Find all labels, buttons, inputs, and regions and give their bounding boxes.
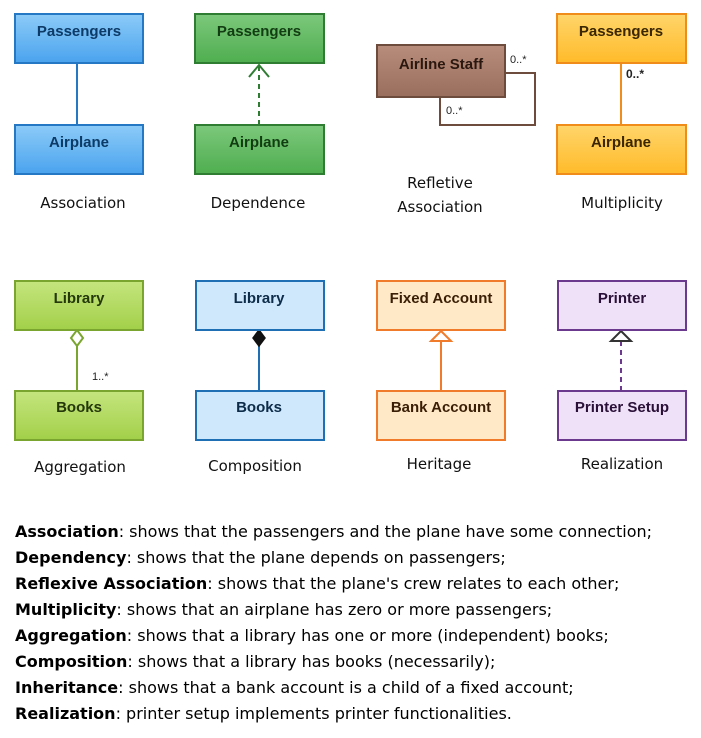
aggregation-diagram: Library 1..* Books Aggregation (14, 280, 144, 476)
multiplicity-airplane-label: Airplane (591, 134, 651, 151)
reflexive-caption-line2: Association (397, 198, 482, 216)
note-association: Association: shows that the passengers a… (15, 522, 653, 541)
composition-caption: Composition (208, 457, 302, 475)
multiplicity-airplane-box (556, 124, 687, 175)
multiplicity-passengers-label: Passengers (579, 23, 663, 40)
aggregation-hollow-diamond (69, 328, 85, 348)
aggregation-library-label: Library (54, 290, 106, 307)
heritage-fixed-account-label: Fixed Account (390, 290, 493, 307)
reflexive-association-diagram: Airline Staff 0..* 0..* Refletive Associ… (376, 44, 536, 216)
realization-diagram: Printer Printer Setup Realization (557, 280, 687, 473)
composition-library-box (195, 280, 325, 331)
composition-filled-diamond (252, 328, 266, 348)
heritage-hollow-triangle (428, 329, 454, 342)
reflexive-multiplicity-bottom: 0..* (446, 105, 463, 117)
dependence-passengers-label: Passengers (217, 23, 301, 40)
dependence-diagram: Passengers Airplane Dependence (194, 13, 325, 212)
heritage-bank-account-label: Bank Account (391, 399, 491, 416)
realization-printer-setup-box (557, 390, 687, 441)
note-realization: Realization: printer setup implements pr… (15, 704, 512, 723)
realization-printer-box (557, 280, 687, 331)
association-airplane-box (14, 124, 144, 175)
dependence-caption: Dependence (211, 194, 306, 212)
uml-relationships-diagram: Passengers Airplane Association Passenge… (14, 13, 687, 476)
realization-caption: Realization (581, 455, 663, 473)
note-composition: Composition: shows that a library has bo… (15, 652, 496, 671)
aggregation-caption: Aggregation (34, 458, 126, 476)
multiplicity-caption: Multiplicity (581, 194, 663, 212)
dependence-airplane-label: Airplane (229, 134, 289, 151)
association-passengers-label: Passengers (37, 23, 121, 40)
reflexive-loop-line (439, 72, 536, 126)
note-dependency: Dependency: shows that the plane depends… (15, 548, 506, 567)
dependence-arrowhead (248, 63, 270, 78)
heritage-fixed-account-box (376, 280, 506, 331)
realization-printer-label: Printer (598, 290, 647, 307)
dependence-passengers-box (194, 13, 325, 64)
aggregation-books-box (14, 390, 144, 441)
note-inheritance: Inheritance: shows that a bank account i… (15, 678, 574, 697)
relationship-notes: Association: shows that the passengers a… (15, 519, 695, 727)
aggregation-multiplicity: 1..* (92, 371, 109, 383)
multiplicity-passengers-box (556, 13, 687, 64)
heritage-caption: Heritage (407, 455, 472, 473)
aggregation-library-box (14, 280, 144, 331)
note-aggregation: Aggregation: shows that a library has on… (15, 626, 609, 645)
reflexive-airline-staff-box (376, 44, 506, 98)
composition-diagram: Library Books Composition (195, 280, 325, 475)
composition-books-label: Books (236, 399, 282, 416)
association-caption: Association (40, 194, 125, 212)
heritage-bank-account-box (376, 390, 506, 441)
heritage-diagram: Fixed Account Bank Account Heritage (376, 280, 506, 473)
multiplicity-diagram: Passengers 0..* Airplane Multiplicity (556, 13, 687, 212)
association-diagram: Passengers Airplane Association (14, 13, 144, 212)
reflexive-airline-staff-label: Airline Staff (399, 56, 484, 73)
note-reflexive-association: Reflexive Association: shows that the pl… (15, 574, 620, 593)
realization-printer-setup-label: Printer Setup (575, 399, 669, 416)
composition-library-label: Library (234, 290, 286, 307)
dependence-airplane-box (194, 124, 325, 175)
realization-hollow-triangle (608, 329, 634, 342)
association-passengers-box (14, 13, 144, 64)
association-airplane-label: Airplane (49, 134, 109, 151)
note-multiplicity: Multiplicity: shows that an airplane has… (15, 600, 553, 619)
reflexive-caption-line1: Refletive (407, 174, 473, 192)
aggregation-books-label: Books (56, 399, 102, 416)
multiplicity-label: 0..* (626, 67, 644, 81)
reflexive-multiplicity-right: 0..* (510, 54, 527, 66)
composition-books-box (195, 390, 325, 441)
